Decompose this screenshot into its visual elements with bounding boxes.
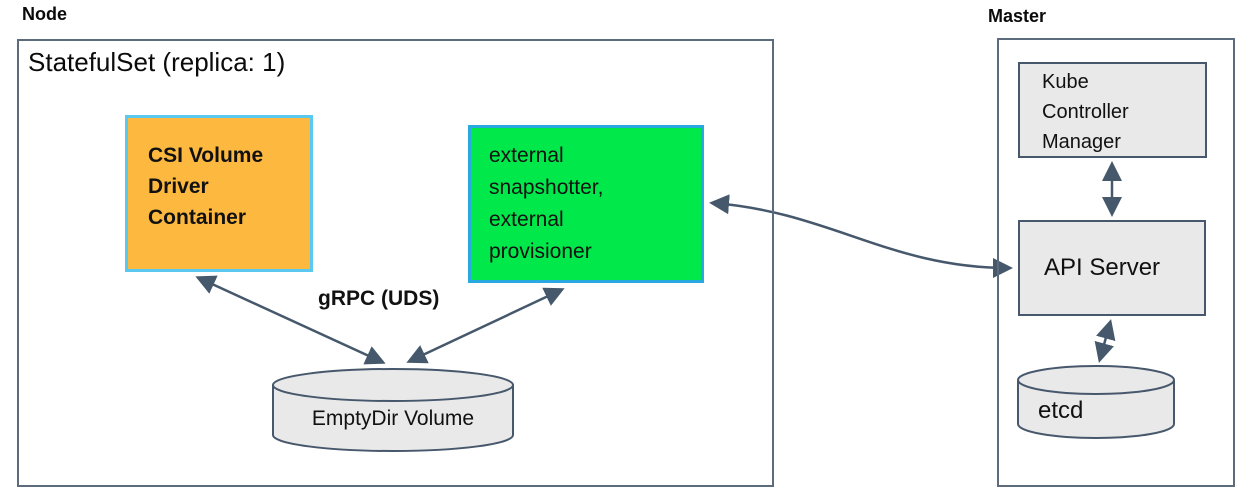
etcd-label: etcd: [1038, 397, 1084, 424]
master-boundary: [997, 38, 1235, 487]
grpc-uds-label: gRPC (UDS): [318, 287, 440, 310]
csi-volume-driver-container-box: CSI Volume Driver Container: [125, 115, 313, 272]
external-snapshotter-provisioner-box: external snapshotter, external provision…: [468, 125, 704, 283]
api-server-box: API Server: [1018, 220, 1206, 316]
node-boundary: [17, 39, 774, 487]
statefulset-label: StatefulSet (replica: 1): [28, 47, 286, 77]
master-group-label: Master: [988, 6, 1047, 26]
node-group-label: Node: [22, 4, 67, 24]
kube-controller-manager-box: Kube Controller Manager: [1018, 62, 1207, 158]
emptydir-volume-label: EmptyDir Volume: [311, 407, 475, 430]
